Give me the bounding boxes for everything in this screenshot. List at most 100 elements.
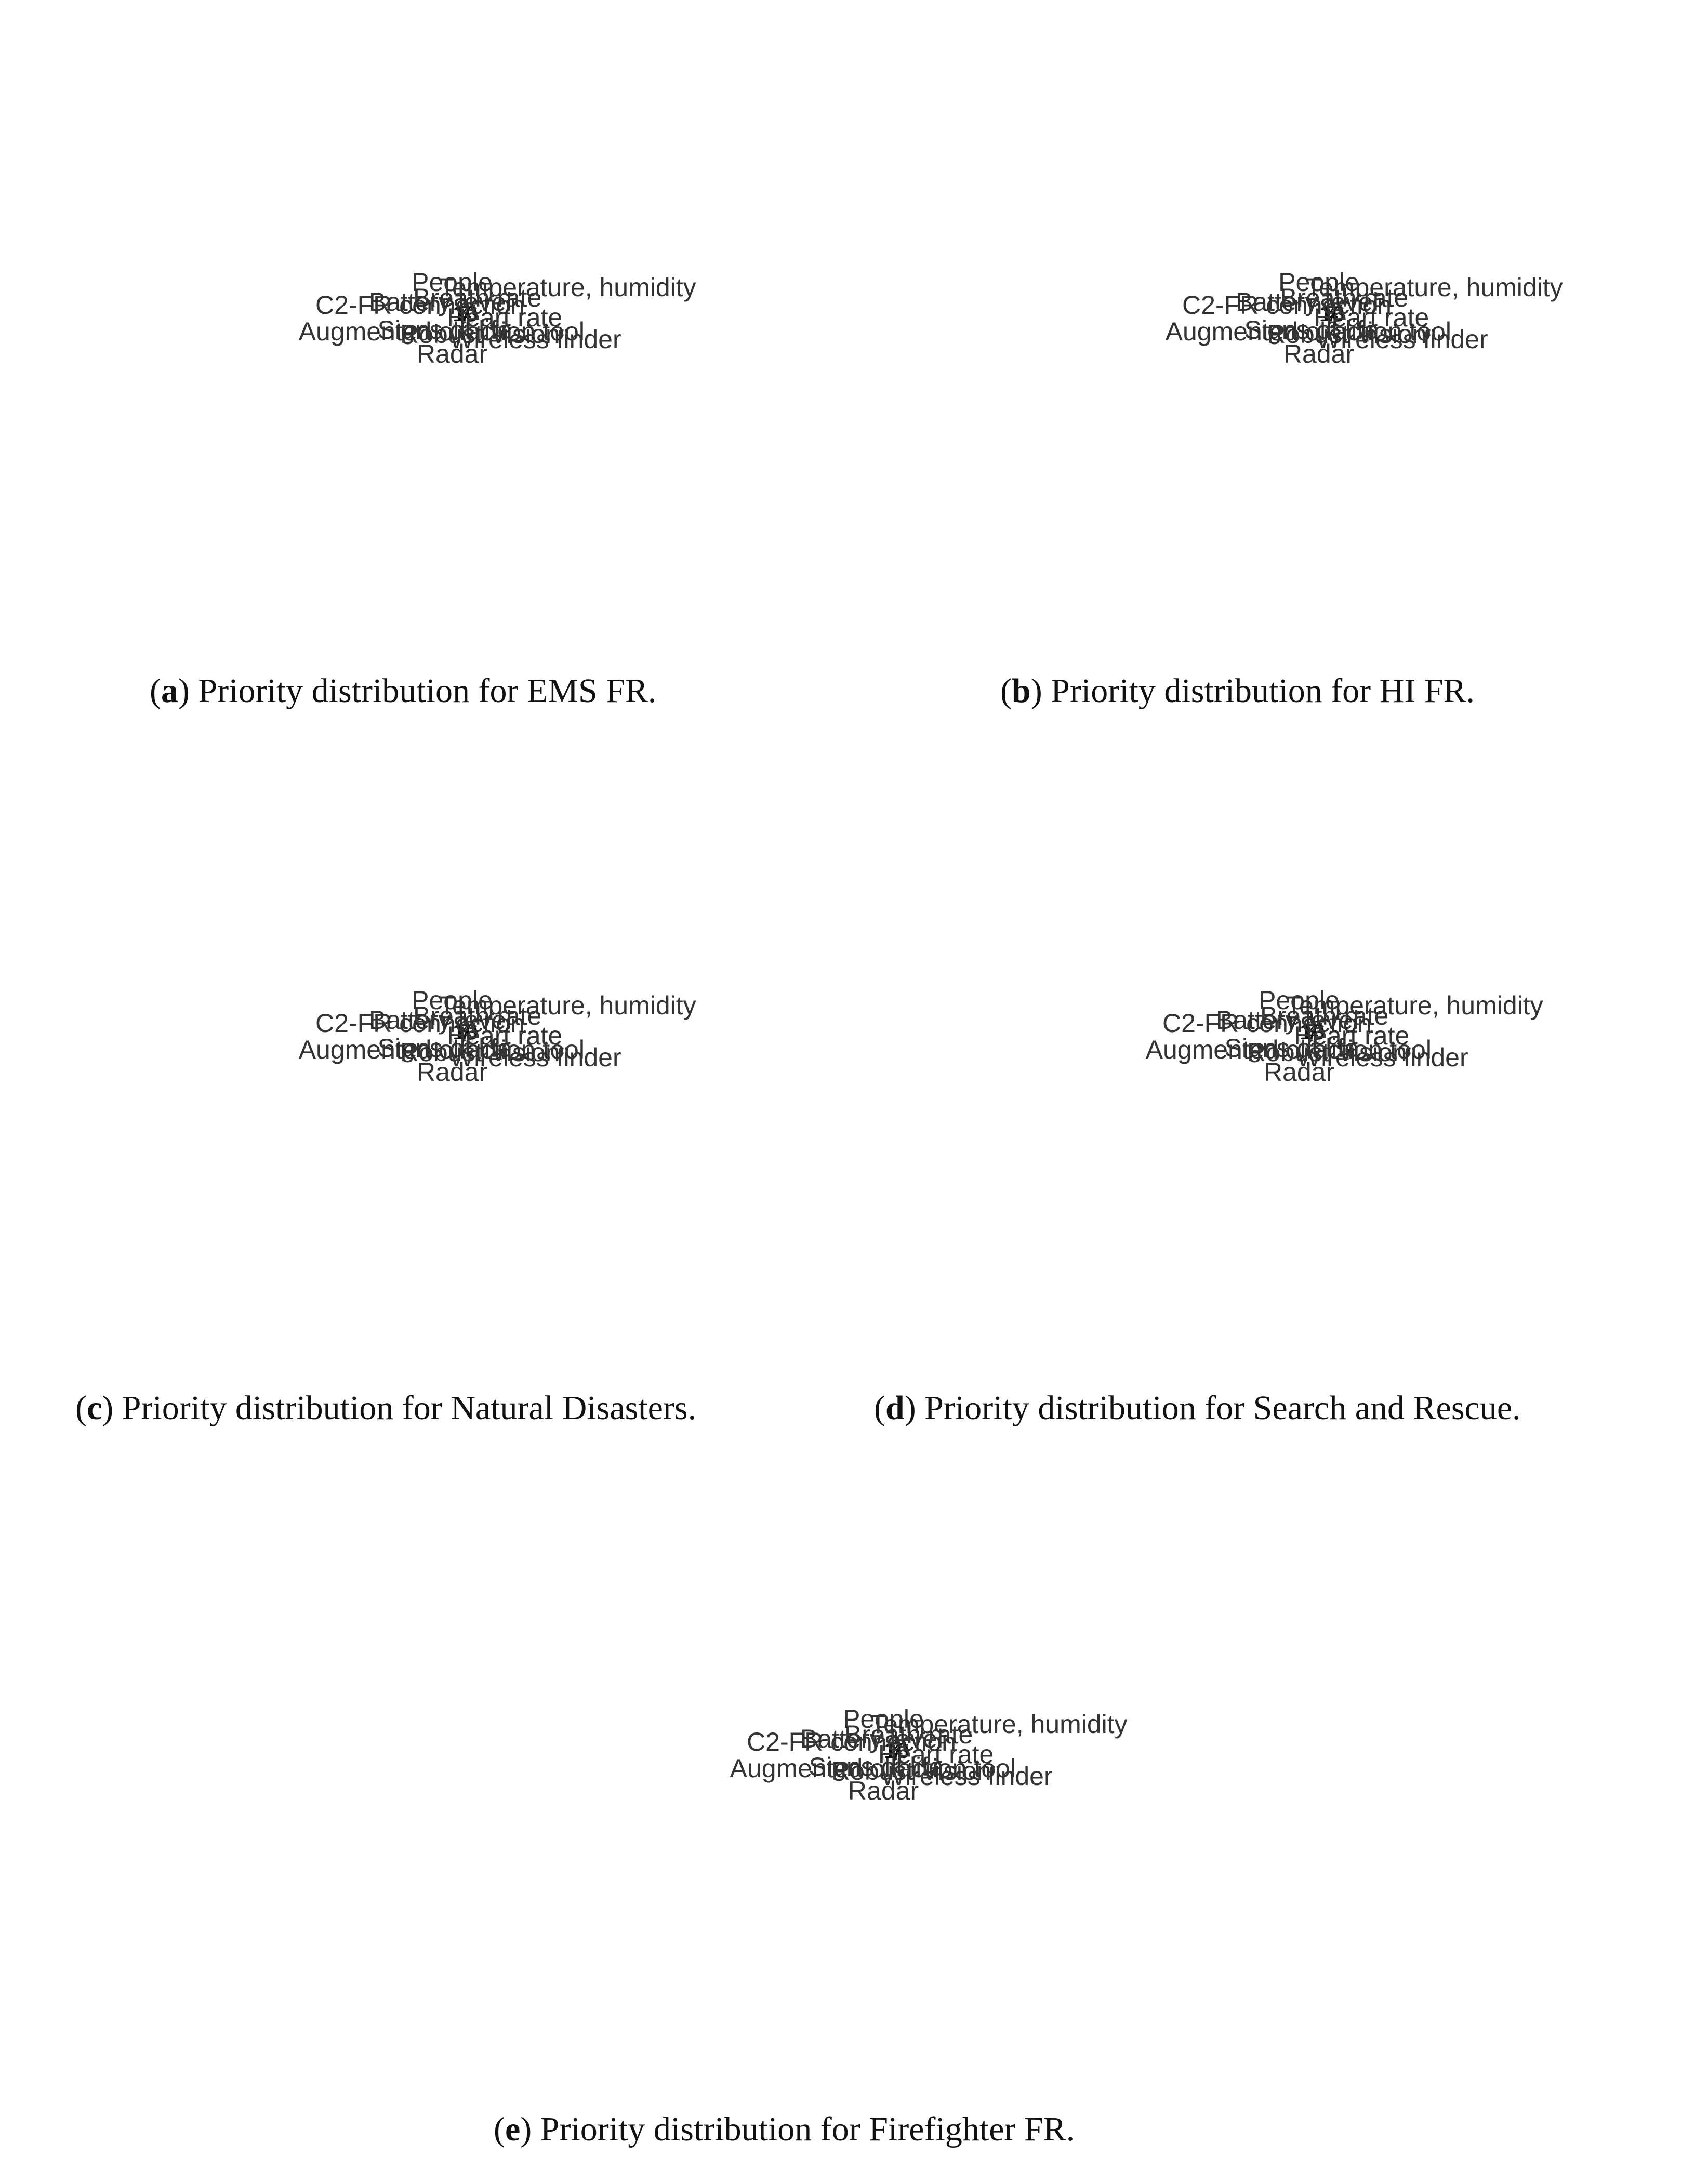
center-circle (1317, 305, 1342, 329)
axis-label: Signs of life (1225, 1034, 1359, 1063)
axis-label: Radar (1283, 339, 1354, 368)
axis-label: People (412, 986, 493, 1015)
tick-label: 10 (1320, 301, 1345, 326)
axis-label: Robust Vision (400, 1038, 560, 1067)
tick-label: 7 (891, 1738, 903, 1763)
axis-label: People (412, 268, 493, 297)
axis-label: Augmented olfaction tool (299, 1035, 585, 1064)
tick-label: 1 (883, 1738, 895, 1763)
tick-label: 10 (454, 301, 478, 326)
axis-label: Battery level (1236, 287, 1379, 316)
axis-label: Radar (1264, 1057, 1334, 1087)
tick-label: 4 (891, 1738, 903, 1763)
tick-label: 1 (1319, 301, 1331, 326)
caption-text-a: ) Priority distribution for EMS FR. (178, 672, 657, 710)
tick-label: 7 (459, 301, 471, 326)
axis-label: Radar (848, 1776, 919, 1805)
tick-label: 4 (459, 1020, 471, 1044)
axis-label: Heart rate (1294, 1021, 1409, 1050)
axis-label: Augmented olfaction tool (730, 1754, 1016, 1783)
tick-label: 4 (1306, 1020, 1318, 1044)
caption-b: (b) Priority distribution for HI FR. (1000, 672, 1475, 710)
axis-label: Temperature, humidity (870, 1710, 1128, 1739)
tick-label: 13 (454, 1020, 478, 1044)
axis-label: Augmented olfaction tool (299, 317, 585, 346)
tick-label: 7 (1326, 301, 1338, 326)
tick-label: 13 (454, 301, 478, 326)
axis-label: Robust Vision (400, 320, 560, 349)
axis-label: Breath rate (413, 283, 541, 312)
axis-label: C2-FR connection (315, 1009, 525, 1038)
center-circle (1297, 1023, 1322, 1048)
axis-label: Breath rate (844, 1720, 973, 1749)
caption-letter-e: e (505, 2110, 521, 2148)
axis-label: Heart rate (447, 1021, 562, 1050)
tick-label: 13 (885, 1738, 909, 1763)
tick-label: 1 (452, 301, 464, 326)
tick-label: 10 (454, 1020, 478, 1044)
axis-label: Augmented olfaction tool (1146, 1035, 1432, 1064)
axis-label: Signs of life (1244, 315, 1379, 345)
axis-label: People (843, 1704, 924, 1734)
axis-label: Wireless finder (1296, 1043, 1468, 1072)
caption-e: (e) Priority distribution for Firefighte… (494, 2110, 1075, 2148)
axis-label: Wireless finder (449, 325, 621, 354)
center-circle (881, 1741, 906, 1766)
axis-label: Temperature, humidity (1286, 991, 1543, 1020)
caption-d: (d) Priority distribution for Search and… (874, 1389, 1521, 1427)
caption-text-b: ) Priority distribution for HI FR. (1030, 672, 1475, 710)
axis-label: Temperature, humidity (439, 991, 696, 1020)
axis-label: Battery level (369, 1006, 512, 1035)
caption-a: (a) Priority distribution for EMS FR. (150, 672, 657, 710)
tick-label: 10 (1301, 1020, 1325, 1044)
caption-letter-a: a (161, 672, 178, 710)
axis-label: Wireless finder (1316, 325, 1488, 354)
tick-label: 1 (452, 1020, 464, 1044)
axis-label: Augmented olfaction tool (1166, 317, 1451, 346)
center-circle (450, 1023, 475, 1048)
axis-label: C2-FR connection (747, 1727, 956, 1756)
axis-label: C2-FR connection (1162, 1009, 1372, 1038)
caption-letter-c: c (86, 1389, 102, 1427)
axis-label: C2-FR connection (1182, 290, 1392, 320)
axis-label: Robust Vision (831, 1756, 991, 1786)
axis-label: Wireless finder (449, 1043, 621, 1072)
tick-label: 1 (1299, 1020, 1311, 1044)
tick-label: 4 (1326, 301, 1338, 326)
axis-label: People (1259, 986, 1340, 1015)
tick-label: 7 (1306, 1020, 1318, 1044)
tick-label: 13 (1301, 1020, 1325, 1044)
tick-label: 13 (1320, 301, 1345, 326)
caption-text-e: ) Priority distribution for Firefighter … (520, 2110, 1075, 2148)
axis-label: Breath rate (1280, 283, 1408, 312)
caption-text-c: ) Priority distribution for Natural Disa… (102, 1389, 697, 1427)
tick-label: 10 (885, 1738, 909, 1763)
caption-c: (c) Priority distribution for Natural Di… (75, 1389, 697, 1427)
axis-label: Signs of life (809, 1752, 943, 1781)
axis-label: Breath rate (1260, 1001, 1388, 1030)
axis-label: Wireless finder (881, 1762, 1053, 1791)
caption-text-d: ) Priority distribution for Search and R… (904, 1389, 1521, 1427)
axis-label: Temperature, humidity (1306, 273, 1563, 302)
axis-label: Robust Vision (1267, 320, 1427, 349)
axis-label: Signs of life (378, 1034, 512, 1063)
axis-label: Battery level (1216, 1006, 1359, 1035)
tick-label: 7 (459, 1020, 471, 1044)
axis-label: Heart rate (878, 1740, 994, 1769)
tick-label: 4 (459, 301, 471, 326)
axis-label: Heart rate (447, 303, 562, 332)
axis-label: Robust Vision (1247, 1038, 1407, 1067)
axis-label: Radar (417, 339, 487, 368)
axis-label: Radar (417, 1057, 487, 1087)
axis-label: Battery level (369, 287, 512, 316)
axis-label: Temperature, humidity (439, 273, 696, 302)
axis-label: People (1278, 268, 1359, 297)
caption-letter-d: d (885, 1389, 905, 1427)
axis-label: Battery level (800, 1724, 943, 1753)
axis-label: Signs of life (378, 315, 512, 345)
